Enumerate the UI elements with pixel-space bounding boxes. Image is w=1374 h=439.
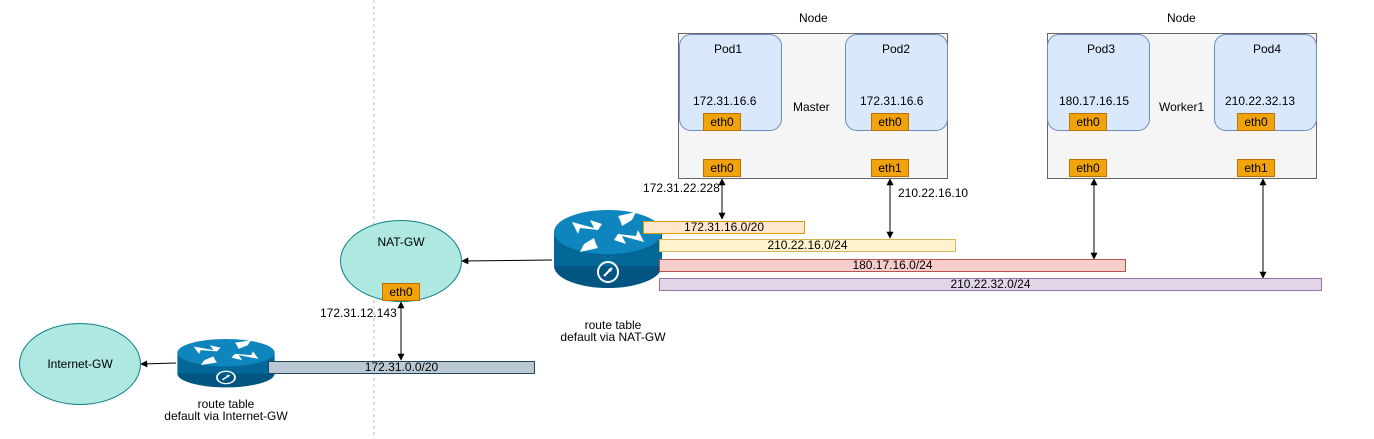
worker-eth0: eth0 [1069, 159, 1107, 177]
master-eth0-ip: 172.31.22.228 [643, 181, 720, 195]
private-router-label-line1: route table [584, 318, 642, 332]
pod4-ip: 210.22.32.13 [1225, 94, 1296, 108]
internet-gateway: Internet-GW [19, 323, 141, 405]
pod1-eth0: eth0 [703, 113, 741, 131]
pod3-eth0: eth0 [1069, 113, 1107, 131]
public-router-label-line2: default via Internet-GW [164, 409, 288, 423]
pod4-name: Pod4 [1253, 42, 1282, 56]
master-node-title: Node [799, 11, 828, 25]
pod1-ip: 172.31.16.6 [693, 94, 757, 108]
pod3-name: Pod3 [1087, 42, 1116, 56]
private-router-label-line2: default via NAT-GW [560, 330, 666, 344]
subnet-worker-primary: 180.17.16.0/24 [659, 259, 1126, 272]
pod3-ip: 180.17.16.15 [1059, 94, 1130, 108]
worker-node-title: Node [1167, 11, 1196, 25]
master-eth1: eth1 [871, 159, 909, 177]
pod2-eth0: eth0 [871, 113, 909, 131]
public-router-icon [176, 338, 276, 389]
pod4-eth0: eth0 [1237, 113, 1275, 131]
subnet-master-secondary: 210.22.16.0/24 [659, 239, 956, 252]
internet-gateway-label: Internet-GW [47, 357, 113, 371]
master-eth1-ip: 210.22.16.10 [898, 186, 969, 200]
master-node-name: Master [793, 100, 830, 114]
pod2-ip: 172.31.16.6 [860, 94, 924, 108]
subnet-master-primary: 172.31.16.0/20 [643, 221, 805, 234]
subnet-worker-secondary: 210.22.32.0/24 [659, 278, 1322, 291]
nat-eth0-ip: 172.31.12.143 [320, 306, 397, 320]
nat-eth0: eth0 [382, 283, 420, 301]
worker-eth1: eth1 [1237, 159, 1275, 177]
nat-gateway: NAT-GW [340, 220, 462, 302]
worker-node-name: Worker1 [1159, 100, 1205, 114]
pod3: Pod3 180.17.16.15 [1047, 34, 1150, 131]
subnet-public: 172.31.0.0/20 [268, 361, 535, 374]
public-router-label-line1: route table [197, 397, 255, 411]
nat-gateway-label: NAT-GW [377, 235, 425, 249]
master-eth0: eth0 [703, 159, 741, 177]
arrow-public-router-to-igw [140, 360, 177, 368]
arrow-router-to-nat [461, 257, 553, 265]
pod2-name: Pod2 [882, 42, 911, 56]
pod1-name: Pod1 [714, 42, 743, 56]
